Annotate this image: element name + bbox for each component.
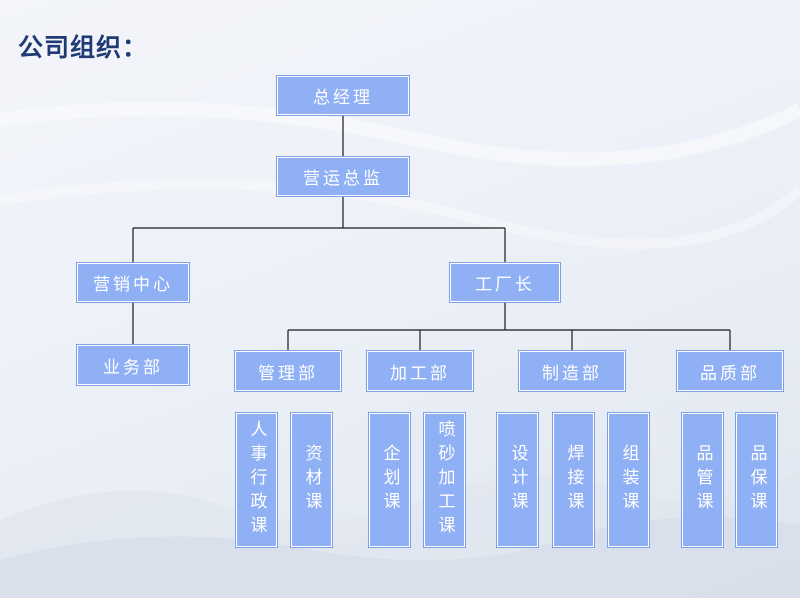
section-quality-assure: 品保课 (736, 413, 777, 547)
page-title: 公司组织： (18, 33, 149, 62)
section-hr-admin: 人事行政课 (236, 413, 277, 547)
section-assembly: 组装课 (608, 413, 649, 547)
node-sales-dept: 业务部 (77, 345, 189, 385)
section-sandblast: 喷砂加工课 (424, 413, 465, 547)
node-sales-center: 营销中心 (77, 263, 189, 302)
node-ceo: 总经理 (277, 76, 409, 115)
node-factory-head: 工厂长 (450, 263, 560, 302)
section-design: 设计课 (497, 413, 538, 547)
node-coo: 营运总监 (277, 157, 409, 196)
node-processing-dept: 加工部 (367, 351, 473, 391)
node-manufacturing-dept: 制造部 (519, 351, 625, 391)
node-admin-dept: 管理部 (235, 351, 341, 391)
section-quality-mgmt: 品管课 (682, 413, 723, 547)
section-materials: 资材课 (291, 413, 332, 547)
node-quality-dept: 品质部 (677, 351, 783, 391)
section-welding: 焊接课 (553, 413, 594, 547)
section-planning: 企划课 (369, 413, 410, 547)
